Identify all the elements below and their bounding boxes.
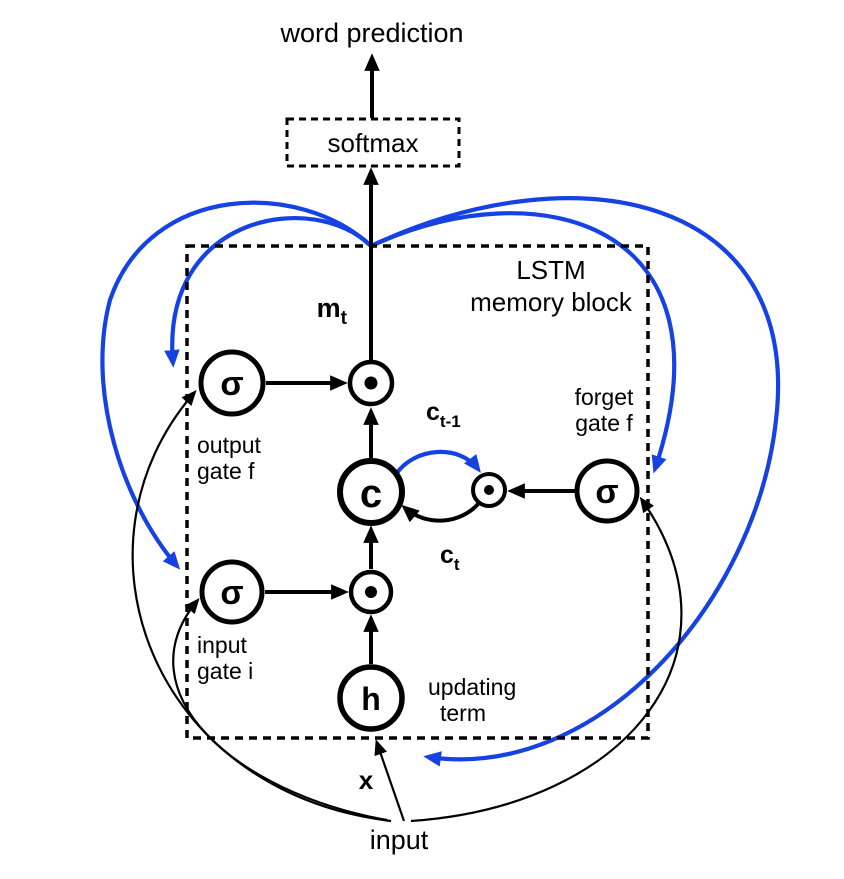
m-t-label: mt [317,293,348,329]
lstm-block-box [185,244,650,740]
forget-gate-label-line1: forget [575,384,634,410]
input-to-h-arrow [374,739,406,822]
input-gate-sigma-symbol: σ [220,574,243,612]
word-prediction-label: word prediction [279,18,463,48]
output-gate-node [198,349,266,417]
output-gate-label-line2: gate f [197,458,255,484]
forget-gate-node [574,458,640,524]
h-node [337,664,405,732]
h-symbol: h [361,681,381,717]
output-gate-label-line1: output [197,432,262,458]
input-to-output-gate-arrow [131,390,392,823]
output-gate-sigma-symbol: σ [220,365,243,403]
cell-to-forget-multiply-recurrent-arrow [394,449,481,476]
lstm-title-line2: memory block [470,287,633,317]
updating-term-label-line1: updating [428,674,516,700]
input-to-input-gate-arrow [172,597,388,822]
softmax-box [285,117,461,168]
cell-symbol: c [360,472,382,516]
x-label: x [359,765,374,795]
input-multiply-dot [365,586,377,598]
forget-multiply-dot [484,485,494,495]
forget-multiply-to-cell-arrow [401,501,481,523]
input-gate-label-line2: gate i [197,658,253,684]
input-label: input [370,825,429,855]
lstm-title-line1: LSTM [516,255,585,285]
recurrent-to-input-arrow [370,196,780,767]
c-t-label: ct [440,541,460,574]
forget-gate-sigma-symbol: σ [595,473,618,511]
recurrent-to-forget-gate-arrow [370,211,677,474]
c-t-1-label: ct-1 [426,398,461,431]
softmax-label: softmax [327,128,418,158]
input-gate-node [199,559,265,625]
forget-gate-label-line2: gate f [575,410,633,436]
updating-term-label-line2: term [440,700,486,726]
cell-node [337,458,405,526]
output-multiply-dot [364,376,378,390]
input-gate-label-line1: input [197,632,247,658]
recurrent-to-input-gate-arrow [100,200,373,570]
recurrent-to-output-gate-arrow [164,216,373,368]
